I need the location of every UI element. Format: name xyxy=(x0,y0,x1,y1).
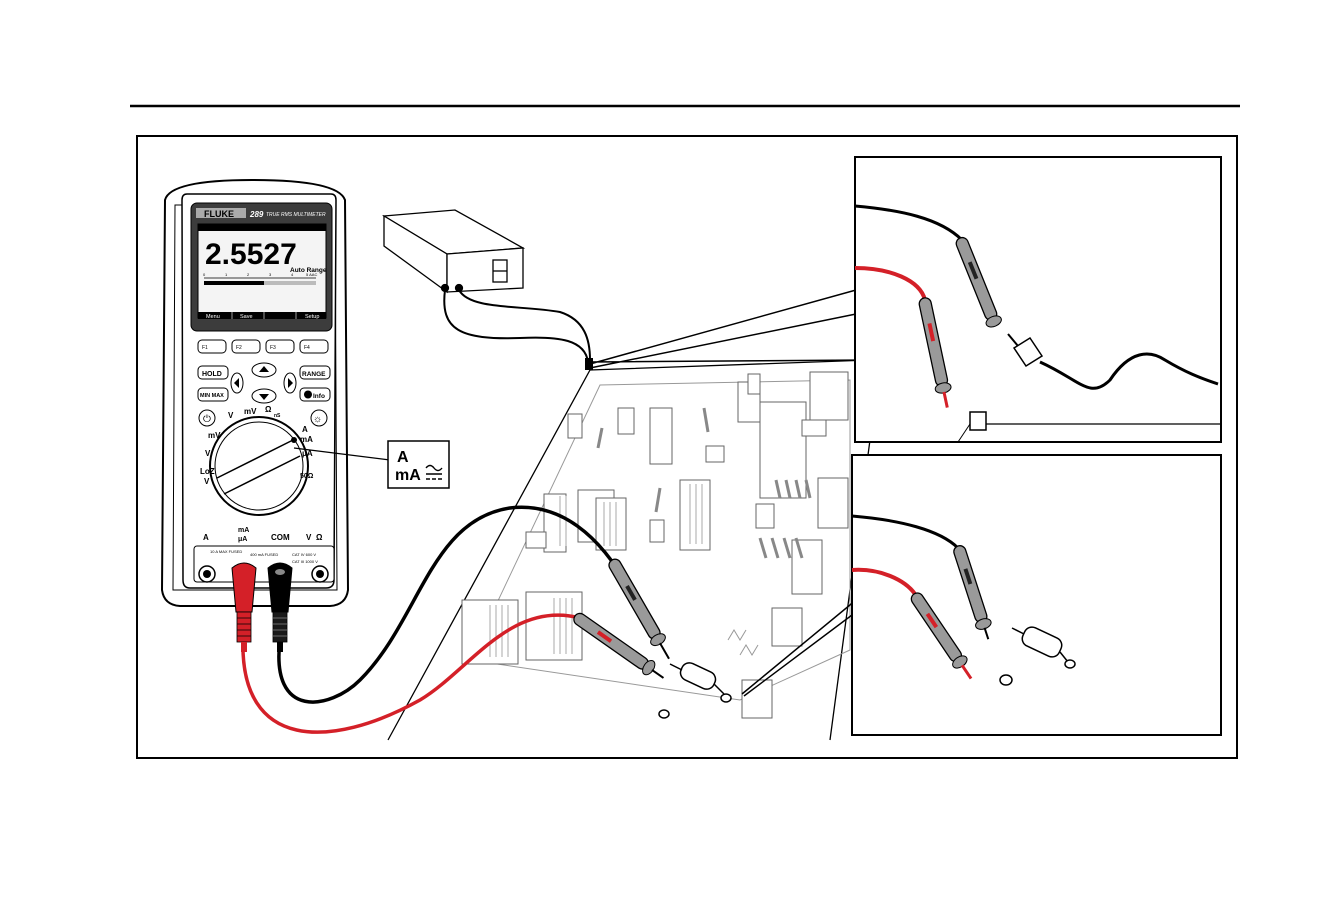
jack-label-v: V xyxy=(306,533,312,542)
inset-probe-placement xyxy=(852,455,1221,735)
callout-line2: mA xyxy=(395,467,421,484)
range-button-label: RANGE xyxy=(302,371,326,378)
dial-label-a: A xyxy=(302,425,308,434)
softkey-label: Setup xyxy=(305,314,319,320)
dial-label-50-ohm: 50Ω xyxy=(300,473,314,480)
callout-line1: A xyxy=(397,449,409,466)
subtitle-label: TRUE RMS MULTIMETER xyxy=(266,212,326,218)
dial-label-ns: nS xyxy=(274,413,281,419)
dial-label-ma: mA xyxy=(300,435,313,444)
cat-rating-note-2: CAT III 1000 V xyxy=(292,559,318,564)
jack-label-a: A xyxy=(203,533,209,542)
rotary-dial[interactable] xyxy=(210,417,308,515)
zoom-lines xyxy=(590,290,870,368)
circuit-board xyxy=(388,360,870,740)
multimeter: FLUKE 289 TRUE RMS MULTIMETER 2.5527 Aut… xyxy=(162,180,348,652)
model-label: 289 xyxy=(249,210,264,219)
brand-label: FLUKE xyxy=(204,209,234,219)
f1-label: F1 xyxy=(202,345,208,351)
minmax-label: MIN MAX xyxy=(200,393,224,399)
dial-label-v-loz: V xyxy=(204,477,210,486)
f3-label: F3 xyxy=(270,345,276,351)
info-label: Info xyxy=(313,393,325,400)
red-lead-plug xyxy=(232,563,256,652)
power-supply xyxy=(384,210,523,292)
black-lead-plug xyxy=(268,563,292,652)
supply-cable xyxy=(444,290,588,362)
f2-label: F2 xyxy=(236,345,242,351)
fused-a-note: 10 A MAX FUSED xyxy=(210,549,242,554)
reading-display: 2.5527 xyxy=(205,238,297,271)
f4-label: F4 xyxy=(304,345,310,351)
fused-ma-note: 400 mA FUSED xyxy=(250,552,278,557)
jack-label-ma: mA xyxy=(238,527,249,534)
backlight-icon: ☼ xyxy=(313,414,322,425)
inset-series-connection xyxy=(855,157,1221,442)
power-icon: ⏻ xyxy=(203,414,211,425)
cat-rating-note: CAT IV 600 V xyxy=(292,552,316,557)
jack-label-com: COM xyxy=(271,533,290,542)
dial-label-ohm: Ω xyxy=(265,405,272,414)
dial-label-v-ac: V xyxy=(205,449,211,458)
softkey-label: Menu xyxy=(206,314,220,320)
dial-label-mv-dc: mV xyxy=(244,407,257,416)
dial-label-mv-ac: mV xyxy=(208,431,221,440)
softkey-label: Save xyxy=(240,314,253,320)
supply-cable xyxy=(459,290,590,360)
bar-tick: 5 AAC xyxy=(306,272,317,277)
jack-label-ua: μA xyxy=(238,536,247,543)
dial-label-v-dc: V xyxy=(228,411,234,420)
hold-label: HOLD xyxy=(202,371,222,378)
jack-label-ohm: Ω xyxy=(316,533,323,542)
dial-label-loz: LoZ xyxy=(200,467,215,476)
